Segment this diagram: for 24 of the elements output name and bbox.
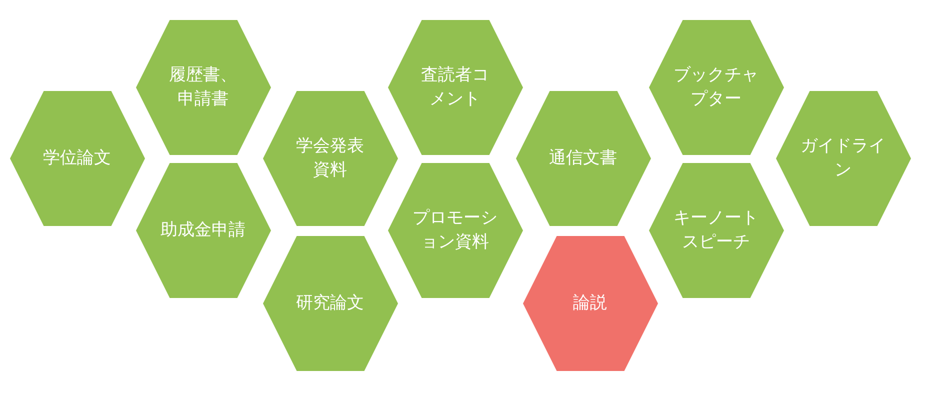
hexagon-label: プロモーション資料 — [412, 207, 498, 254]
hexagon-label: キーノートスピーチ — [674, 207, 758, 254]
hexagon — [776, 90, 910, 226]
hexagon — [388, 162, 522, 298]
hexagon — [10, 90, 144, 226]
hexagon-label: 査読者コメント — [420, 64, 490, 111]
hexagon — [136, 162, 270, 298]
hexagon — [648, 20, 784, 154]
hexagon — [516, 90, 650, 226]
hexagon-label: 履歴書、申請書 — [168, 64, 238, 111]
hexagon-label: 通信文書 — [548, 147, 618, 170]
hexagon-label: 研究論文 — [295, 292, 365, 315]
hexagon — [388, 20, 522, 154]
hexagon-label: ブックチャプター — [674, 64, 758, 111]
hexagon-label: 学会発表資料 — [295, 135, 365, 182]
hexagon — [522, 236, 658, 370]
hexagon — [648, 162, 784, 298]
hexagon-label: ガイドライン — [800, 135, 886, 182]
hexagon-label: 助成金申請 — [160, 219, 246, 242]
hexagon — [262, 90, 398, 226]
hexagon-label: 学位論文 — [42, 147, 112, 170]
hexagon-label: 論説 — [572, 292, 608, 315]
hexagon — [262, 236, 398, 370]
hexagon — [136, 20, 270, 154]
